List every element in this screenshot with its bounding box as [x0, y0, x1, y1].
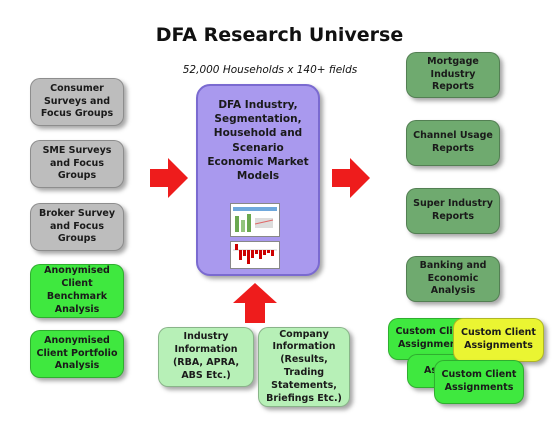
source-client-benchmark: Anonymised Client Benchmark Analysis [30, 264, 124, 318]
output-banking-economic-analysis: Banking and Economic Analysis [406, 256, 500, 302]
custom-assignment-yellow: Custom Client Assignments [453, 318, 544, 362]
chart-thumbnail [230, 203, 280, 237]
diagram-subtitle: 52,000 Households x 140+ fields [182, 64, 358, 76]
source-consumer-surveys: Consumer Surveys and Focus Groups [30, 78, 124, 126]
custom-assignment-front: Custom Client Assignments [434, 360, 524, 404]
source-sme-surveys: SME Surveys and Focus Groups [30, 140, 124, 188]
source-client-portfolio: Anonymised Client Portfolio Analysis [30, 330, 124, 378]
right-arrow-icon [150, 158, 188, 198]
input-company-information: Company Information (Results, Trading St… [258, 327, 350, 407]
output-super-industry-reports: Super Industry Reports [406, 188, 500, 234]
output-channel-usage-reports: Channel Usage Reports [406, 120, 500, 166]
bar-chart-thumbnail [230, 241, 280, 269]
output-mortgage-reports: Mortgage Industry Reports [406, 52, 500, 98]
right-arrow-icon [332, 158, 370, 198]
up-arrow-icon [233, 283, 277, 323]
source-broker-survey: Broker Survey and Focus Groups [30, 203, 124, 251]
diagram-title: DFA Research Universe [155, 24, 404, 46]
input-industry-information: Industry Information (RBA, APRA, ABS Etc… [158, 327, 254, 387]
